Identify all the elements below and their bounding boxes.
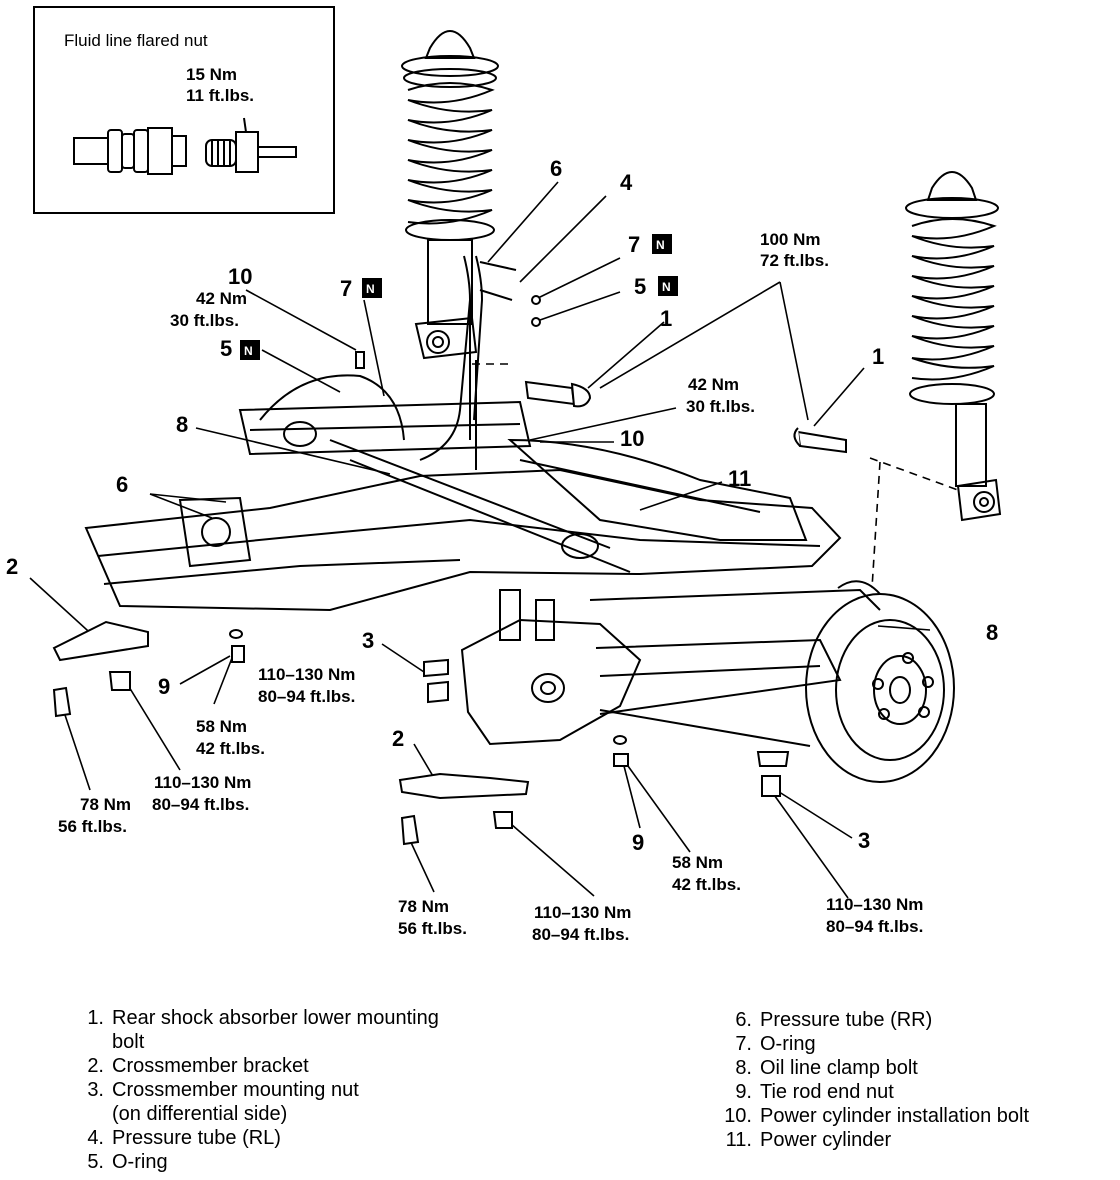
- parts-legend-left: 1.Rear shock absorber lower mounting bol…: [72, 1006, 542, 1174]
- legend-item: 4.Pressure tube (RL): [87, 1127, 281, 1149]
- torque-110c-nm: 110–130 Nm: [534, 903, 631, 922]
- torque-78a-ftlbs: 56 ft.lbs.: [58, 817, 127, 836]
- torque-58a-ftlbs: 42 ft.lbs.: [196, 739, 265, 758]
- legend-item: 9.Tie rod end nut: [735, 1081, 894, 1103]
- rear-shock-absorber-right: [905, 171, 1002, 522]
- callout-8-left: 8: [176, 412, 188, 437]
- callout-3-mid: 3: [362, 628, 374, 653]
- callout-8-right: 8: [986, 620, 998, 645]
- inset-title: Fluid line flared nut: [64, 31, 208, 50]
- torque-42a-ftlbs: 30 ft.lbs.: [170, 311, 239, 330]
- legend-item: 7.O-ring: [735, 1033, 816, 1055]
- callout-5-left: 5: [220, 336, 232, 361]
- torque-78a-nm: 78 Nm: [80, 795, 131, 814]
- brake-rotor-hub: [805, 580, 955, 783]
- torque-78b-nm: 78 Nm: [398, 897, 449, 916]
- replace-part-badges: N N N N: [240, 234, 678, 360]
- legend-item: 3.Crossmember mounting nut: [87, 1079, 359, 1101]
- callout-7-top: 7: [628, 232, 640, 257]
- callout-9-left: 9: [158, 674, 170, 699]
- torque-110d-ftlbs: 80–94 ft.lbs.: [826, 917, 923, 936]
- legend-item: (on differential side): [112, 1103, 288, 1125]
- parts-legend-right: 6.Pressure tube (RR) 7.O-ring 8.Oil line…: [720, 1008, 1110, 1152]
- rear-shock-absorber-left: [401, 30, 499, 360]
- torque-110a-ftlbs: 80–94 ft.lbs.: [258, 687, 355, 706]
- legend-item: 11.Power cylinder: [725, 1129, 892, 1151]
- legend-item: 1.Rear shock absorber lower mounting: [87, 1007, 439, 1029]
- torque-110b-ftlbs: 80–94 ft.lbs.: [152, 795, 249, 814]
- callout-10-mid: 10: [620, 426, 644, 451]
- callout-5-top: 5: [634, 274, 646, 299]
- loose-hardware: [52, 295, 847, 846]
- callout-6-left: 6: [116, 472, 128, 497]
- callout-1-right: 1: [872, 344, 884, 369]
- torque-42b-nm: 42 Nm: [688, 375, 739, 394]
- n-badge-top-5: N: [662, 280, 671, 294]
- fluid-line-inset: Fluid line flared nut 15 Nm 11 ft.lbs.: [33, 6, 335, 214]
- n-badge-left-5: N: [244, 344, 253, 358]
- crossmember-assembly: [84, 255, 842, 612]
- torque-100-nm: 100 Nm: [760, 230, 820, 249]
- differential-housing: [460, 588, 881, 747]
- torque-110a-nm: 110–130 Nm: [258, 665, 355, 684]
- callout-11: 11: [728, 466, 751, 491]
- legend-item: 2.Crossmember bracket: [87, 1055, 309, 1077]
- legend-item: 6.Pressure tube (RR): [735, 1009, 933, 1031]
- n-badge-top-7: N: [656, 238, 665, 252]
- flared-nut-fitting-drawing: [73, 117, 297, 175]
- callout-10-top: 10: [228, 264, 252, 289]
- legend-item: bolt: [112, 1031, 145, 1053]
- torque-110c-ftlbs: 80–94 ft.lbs.: [532, 925, 629, 944]
- leader-lines: [29, 181, 959, 899]
- callout-4-top: 4: [620, 170, 633, 195]
- torque-58b-ftlbs: 42 ft.lbs.: [672, 875, 741, 894]
- callout-2-bottom: 2: [392, 726, 404, 751]
- legend-item: 5.O-ring: [87, 1151, 168, 1173]
- torque-42b-ftlbs: 30 ft.lbs.: [686, 397, 755, 416]
- torque-110d-nm: 110–130 Nm: [826, 895, 923, 914]
- callout-7-left: 7: [340, 276, 352, 301]
- callout-numbers: 6 4 7 5 1 10 7 5 8 6 10 11 1 2 3 9 8 2 9…: [6, 156, 998, 855]
- torque-58a-nm: 58 Nm: [196, 717, 247, 736]
- callout-3-right: 3: [858, 828, 870, 853]
- callout-9-bottom: 9: [632, 830, 644, 855]
- torque-110b-nm: 110–130 Nm: [154, 773, 251, 792]
- n-badge-left-7: N: [366, 282, 375, 296]
- legend-item: 10.Power cylinder installation bolt: [724, 1105, 1030, 1127]
- torque-42a-nm: 42 Nm: [196, 289, 247, 308]
- callout-2-left: 2: [6, 554, 18, 579]
- inset-torque-ftlbs: 11 ft.lbs.: [186, 86, 254, 105]
- torque-78b-ftlbs: 56 ft.lbs.: [398, 919, 467, 938]
- inset-torque-nm: 15 Nm: [186, 65, 237, 84]
- torque-100-ftlbs: 72 ft.lbs.: [760, 251, 829, 270]
- callout-6-top: 6: [550, 156, 562, 181]
- torque-labels: 100 Nm 72 ft.lbs. 42 Nm 30 ft.lbs. 42 Nm…: [58, 230, 923, 944]
- callout-1-mid: 1: [660, 306, 672, 331]
- legend-item: 8.Oil line clamp bolt: [735, 1057, 918, 1079]
- torque-58b-nm: 58 Nm: [672, 853, 723, 872]
